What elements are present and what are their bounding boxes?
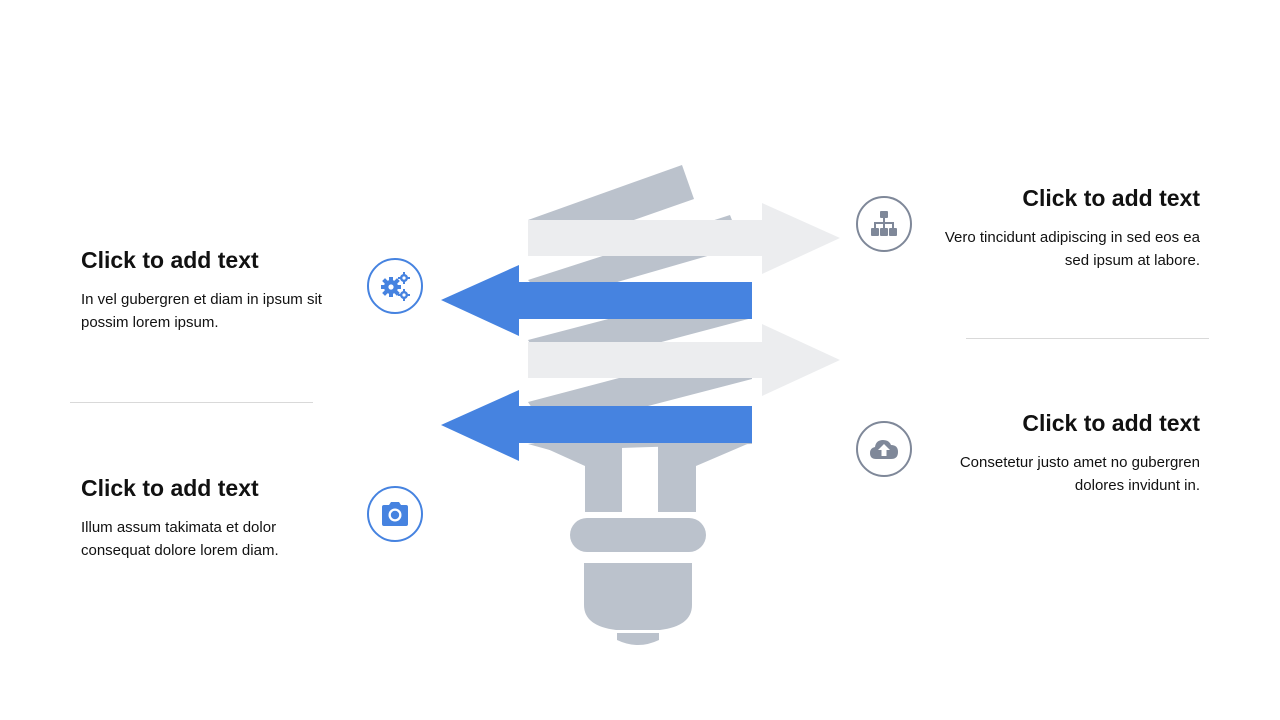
right-arrow-1 <box>528 203 840 274</box>
block-3-title[interactable]: Click to add text <box>1022 185 1200 211</box>
cloud-upload-icon <box>870 440 898 459</box>
sitemap-icon <box>871 211 897 236</box>
text-block-1: Click to add text In vel gubergren et di… <box>81 246 351 334</box>
block-1-title[interactable]: Click to add text <box>81 247 259 273</box>
cloud-upload-icon-circle <box>856 421 912 477</box>
bulb-base <box>532 442 752 645</box>
left-arrow-2 <box>441 390 752 461</box>
gears-icon-circle <box>367 258 423 314</box>
block-2-body[interactable]: Illum assum takimata et dolor consequat … <box>81 519 279 559</box>
block-1-body[interactable]: In vel gubergren et diam in ipsum sit po… <box>81 291 322 331</box>
block-4-body[interactable]: Consetetur justo amet no gubergren dolor… <box>959 454 1200 494</box>
text-block-4: Click to add text Consetetur justo amet … <box>935 409 1200 497</box>
right-divider <box>966 338 1209 339</box>
left-divider <box>70 402 313 403</box>
text-block-3: Click to add text Vero tincidunt adipisc… <box>935 184 1200 272</box>
text-block-2: Click to add text Illum assum takimata e… <box>81 474 331 562</box>
blue-arrows <box>441 265 752 461</box>
sitemap-icon-circle <box>856 196 912 252</box>
left-arrow-1 <box>441 265 752 336</box>
gears-icon <box>381 272 410 301</box>
camera-icon-circle <box>367 486 423 542</box>
block-2-title[interactable]: Click to add text <box>81 475 259 501</box>
block-4-title[interactable]: Click to add text <box>1022 410 1200 436</box>
block-3-body[interactable]: Vero tincidunt adipiscing in sed eos ea … <box>944 229 1200 269</box>
right-arrow-2 <box>528 324 840 396</box>
light-arrows <box>528 203 840 396</box>
camera-icon <box>382 502 408 526</box>
